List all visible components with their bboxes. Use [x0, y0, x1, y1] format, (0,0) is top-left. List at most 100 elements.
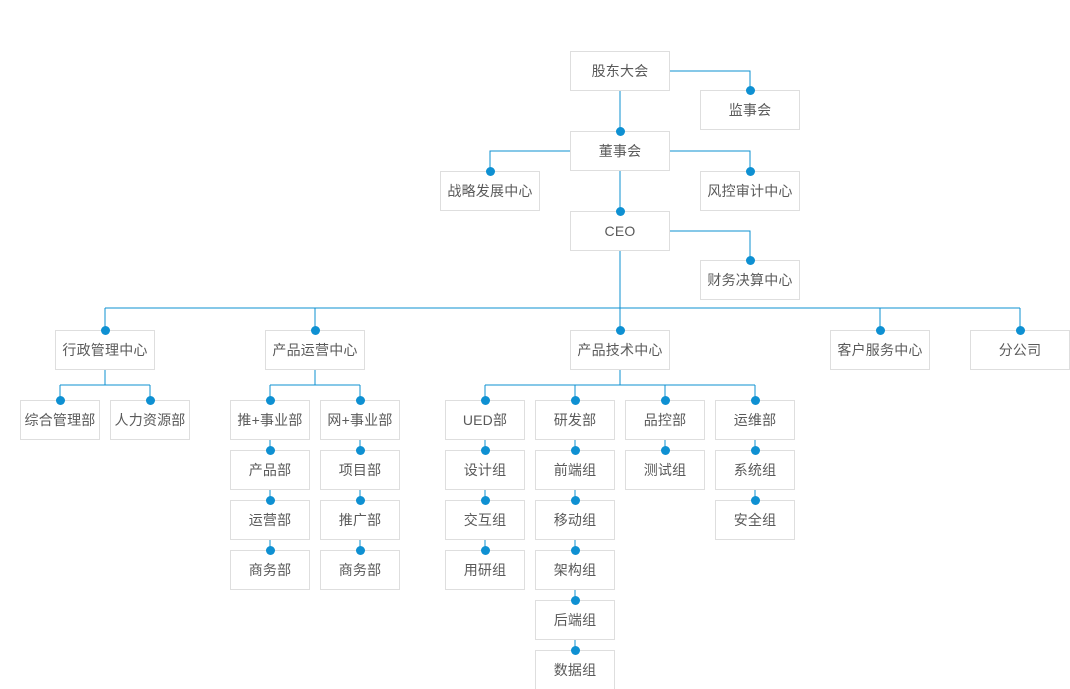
org-node-n1[interactable]: 股东大会 — [570, 51, 670, 91]
connector-dot — [265, 545, 275, 555]
org-node-c3[interactable]: 产品技术中心 — [570, 330, 670, 370]
org-node-e4[interactable]: 用研组 — [445, 550, 525, 590]
org-node-label: 股东大会 — [591, 63, 649, 79]
org-node-d4[interactable]: 商务部 — [320, 550, 400, 590]
connector-dot — [265, 495, 275, 505]
connector-dot — [100, 325, 110, 335]
connector-dot — [570, 495, 580, 505]
org-node-label: 客户服务中心 — [837, 342, 923, 358]
org-node-n7[interactable]: 财务决算中心 — [700, 260, 800, 300]
org-node-label: 交互组 — [463, 512, 507, 528]
connector-dot — [615, 325, 625, 335]
connector-dot — [480, 545, 490, 555]
org-node-b2[interactable]: 产品部 — [230, 450, 310, 490]
connector-dot — [750, 445, 760, 455]
org-node-b4[interactable]: 商务部 — [230, 550, 310, 590]
org-node-label: 分公司 — [998, 342, 1042, 358]
org-node-e2[interactable]: 设计组 — [445, 450, 525, 490]
org-node-label: UED部 — [462, 412, 508, 428]
connector-dot — [750, 395, 760, 405]
org-node-f6[interactable]: 数据组 — [535, 650, 615, 689]
org-node-b3[interactable]: 运营部 — [230, 500, 310, 540]
connector-dot — [265, 395, 275, 405]
connector-dot — [615, 126, 625, 136]
connector-dot — [745, 255, 755, 265]
org-node-d3[interactable]: 推广部 — [320, 500, 400, 540]
org-node-label: 综合管理部 — [24, 412, 96, 428]
org-node-n6[interactable]: CEO — [570, 211, 670, 251]
org-node-f2[interactable]: 前端组 — [535, 450, 615, 490]
org-node-label: 数据组 — [553, 662, 597, 678]
org-node-g1[interactable]: 品控部 — [625, 400, 705, 440]
org-node-label: 商务部 — [338, 562, 382, 578]
connector-dot — [660, 395, 670, 405]
connector-dot — [750, 495, 760, 505]
org-node-f1[interactable]: 研发部 — [535, 400, 615, 440]
org-node-label: 安全组 — [733, 512, 777, 528]
org-node-label: 后端组 — [553, 612, 597, 628]
org-node-label: 推广部 — [338, 512, 382, 528]
connector-dot — [355, 495, 365, 505]
connector-dot — [485, 166, 495, 176]
org-node-b1[interactable]: 推+事业部 — [230, 400, 310, 440]
org-node-label: 产品部 — [248, 462, 292, 478]
connector-dot — [875, 325, 885, 335]
org-node-f5[interactable]: 后端组 — [535, 600, 615, 640]
org-node-a2[interactable]: 人力资源部 — [110, 400, 190, 440]
connector-dot — [480, 395, 490, 405]
org-node-n5[interactable]: 风控审计中心 — [700, 171, 800, 211]
connector-dot — [570, 595, 580, 605]
org-node-label: 战略发展中心 — [447, 183, 533, 199]
connector-dot — [355, 445, 365, 455]
org-node-d2[interactable]: 项目部 — [320, 450, 400, 490]
org-node-f3[interactable]: 移动组 — [535, 500, 615, 540]
connector-dot — [355, 545, 365, 555]
connector-dot — [145, 395, 155, 405]
org-node-label: 产品技术中心 — [577, 342, 663, 358]
org-node-n3[interactable]: 董事会 — [570, 131, 670, 171]
org-node-label: 运维部 — [733, 412, 777, 428]
connector-dot — [265, 445, 275, 455]
org-node-e1[interactable]: UED部 — [445, 400, 525, 440]
connector-dot — [1015, 325, 1025, 335]
org-node-c2[interactable]: 产品运营中心 — [265, 330, 365, 370]
org-node-g2[interactable]: 测试组 — [625, 450, 705, 490]
connector-dot — [570, 645, 580, 655]
org-node-label: 运营部 — [248, 512, 292, 528]
org-node-c5[interactable]: 分公司 — [970, 330, 1070, 370]
org-node-label: 人力资源部 — [114, 412, 186, 428]
org-node-n2[interactable]: 监事会 — [700, 90, 800, 130]
org-node-label: 测试组 — [643, 462, 687, 478]
connector-dot — [55, 395, 65, 405]
org-node-label: 推+事业部 — [237, 412, 303, 428]
org-node-label: 项目部 — [338, 462, 382, 478]
org-node-a1[interactable]: 综合管理部 — [20, 400, 100, 440]
org-node-label: 研发部 — [553, 412, 597, 428]
org-node-d1[interactable]: 网+事业部 — [320, 400, 400, 440]
org-node-label: 财务决算中心 — [707, 272, 793, 288]
org-node-label: 行政管理中心 — [62, 342, 148, 358]
org-node-label: 商务部 — [248, 562, 292, 578]
org-node-label: 移动组 — [553, 512, 597, 528]
org-node-h3[interactable]: 安全组 — [715, 500, 795, 540]
connector-dot — [745, 166, 755, 176]
connector-dot — [310, 325, 320, 335]
org-node-label: 品控部 — [643, 412, 687, 428]
connector-dot — [480, 495, 490, 505]
org-node-h2[interactable]: 系统组 — [715, 450, 795, 490]
org-node-label: CEO — [604, 223, 636, 239]
org-node-label: 网+事业部 — [327, 412, 393, 428]
org-node-c1[interactable]: 行政管理中心 — [55, 330, 155, 370]
org-node-n4[interactable]: 战略发展中心 — [440, 171, 540, 211]
org-node-f4[interactable]: 架构组 — [535, 550, 615, 590]
org-node-c4[interactable]: 客户服务中心 — [830, 330, 930, 370]
connector-dot — [745, 85, 755, 95]
org-node-h1[interactable]: 运维部 — [715, 400, 795, 440]
connector-dot — [570, 545, 580, 555]
org-node-label: 产品运营中心 — [272, 342, 358, 358]
org-node-label: 系统组 — [733, 462, 777, 478]
org-node-e3[interactable]: 交互组 — [445, 500, 525, 540]
connector-dot — [355, 395, 365, 405]
connector-dot — [615, 206, 625, 216]
